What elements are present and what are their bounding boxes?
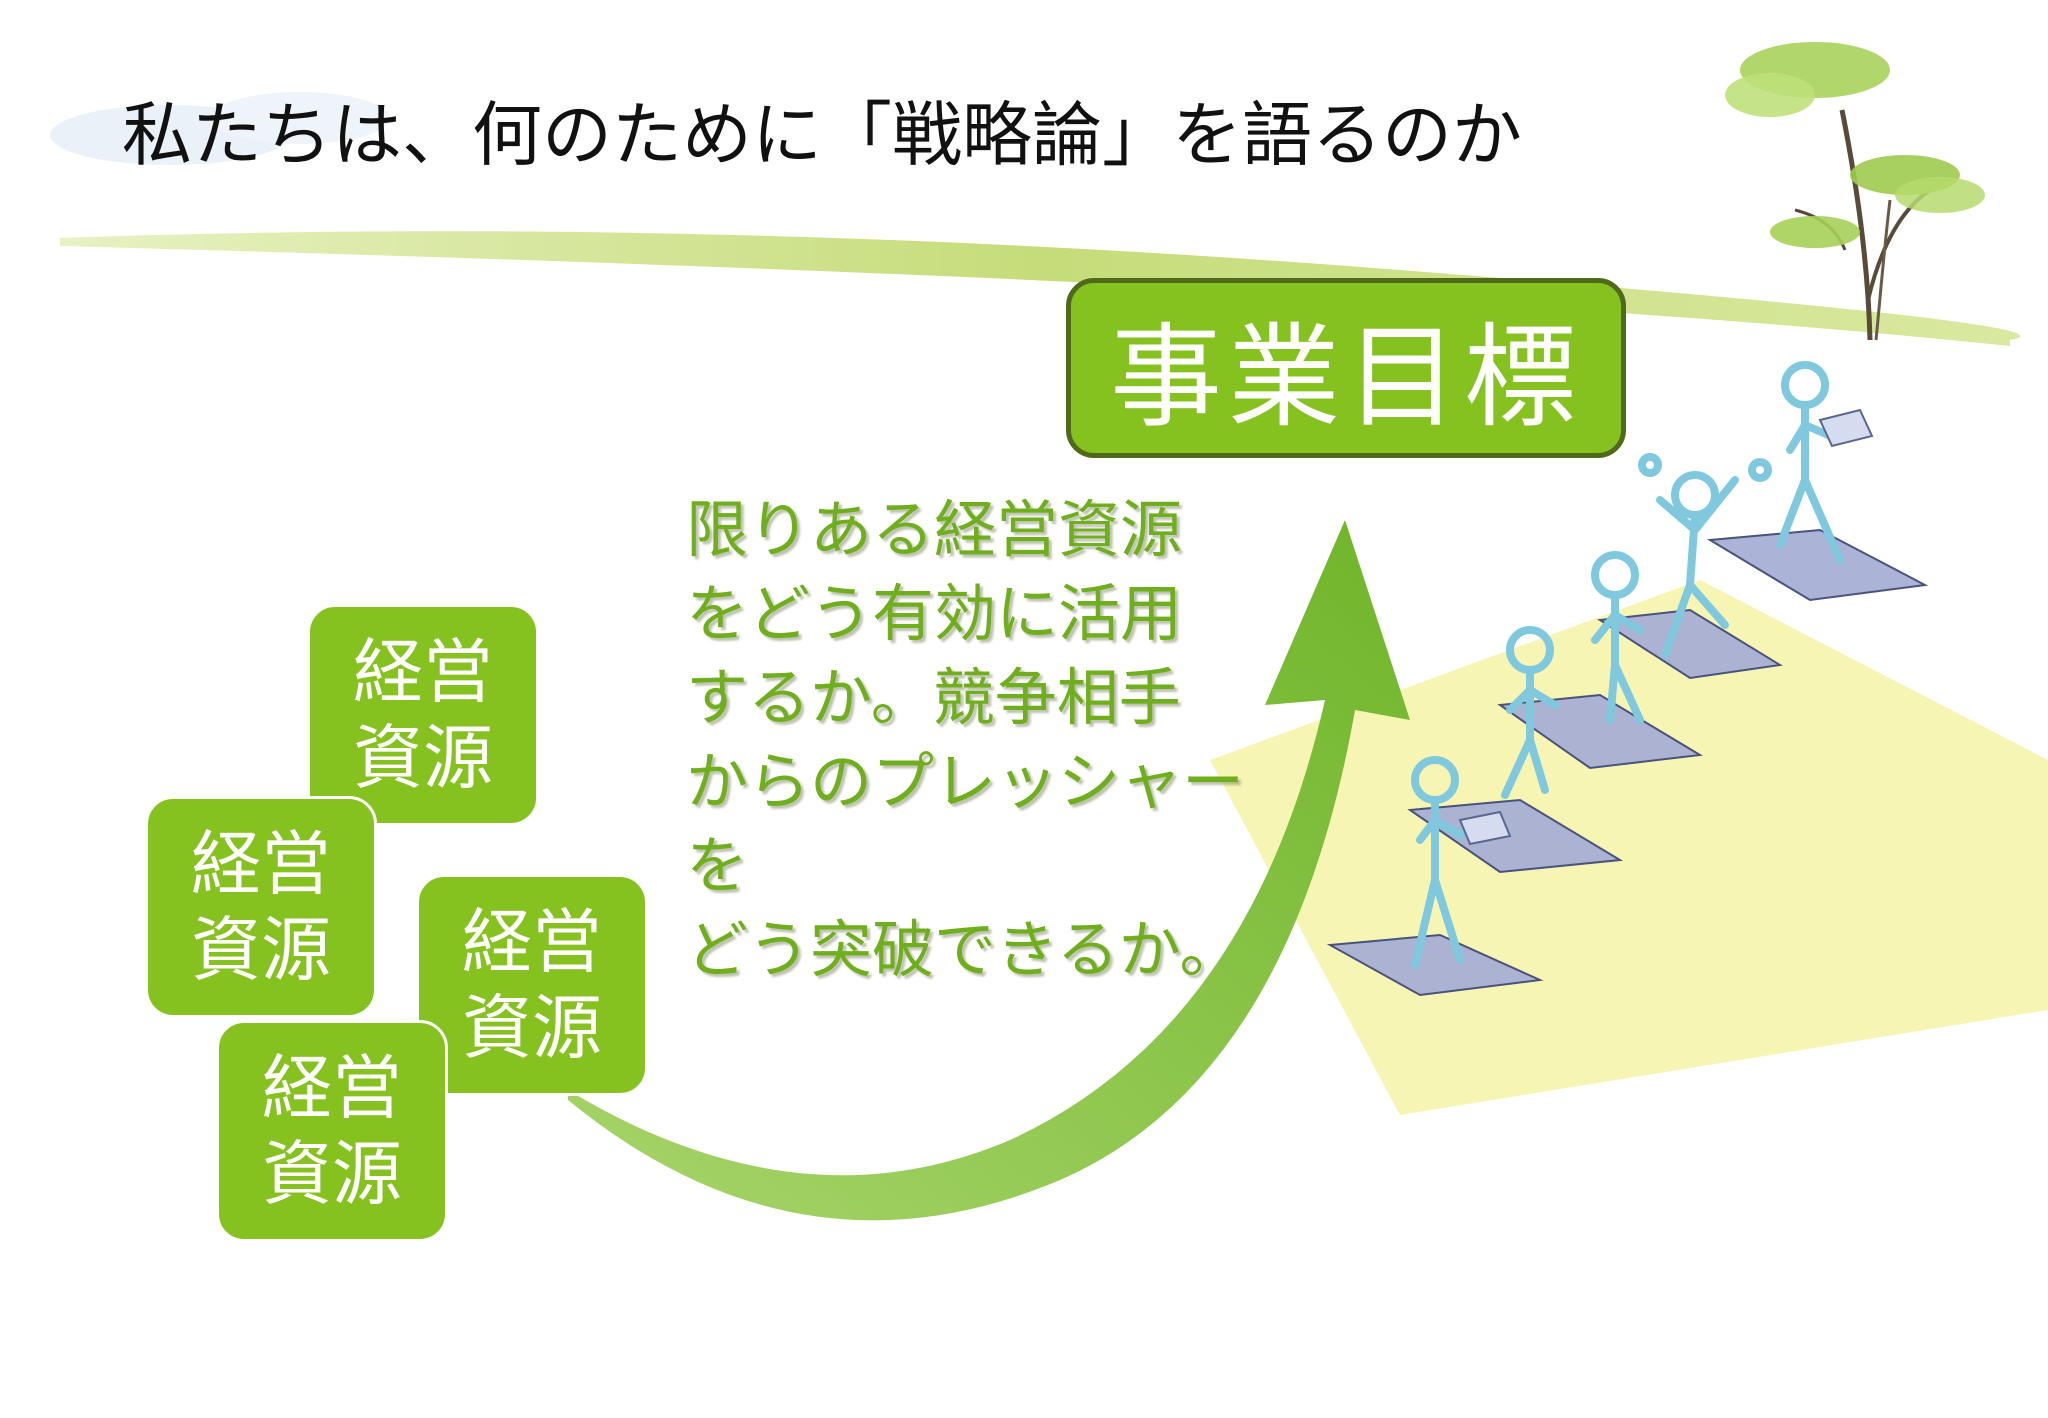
resource-line: 経営 (191, 823, 331, 905)
resource-line: 経営 (353, 631, 493, 713)
resource-line: 資源 (262, 1133, 402, 1215)
horizon-line (60, 231, 2021, 346)
resource-line: 経営 (262, 1047, 402, 1129)
resource-box: 経営 資源 (145, 796, 377, 1018)
description-line: からのプレッシャー (686, 745, 1245, 818)
stick-figures (1411, 361, 1864, 969)
resource-box: 経営 資源 (307, 604, 539, 826)
resource-line: 資源 (462, 987, 602, 1069)
description-line: するか。競争相手 (686, 661, 1181, 734)
stairs (1326, 528, 1929, 997)
resource-line: 資源 (191, 909, 331, 991)
resource-box: 経営 資源 (416, 874, 648, 1096)
resource-box: 経営 資源 (216, 1020, 448, 1242)
description-line: 限りある経営資源 (686, 493, 1183, 566)
growth-arrow (568, 520, 1410, 1221)
strategy-description: 限りある経営資源 をどう有効に活用 するか。競争相手 からのプレッシャー を ど… (686, 488, 1366, 992)
description-line: を (686, 829, 749, 902)
resource-line: 資源 (353, 717, 493, 799)
book-icons (1458, 408, 1874, 846)
resource-line: 経営 (462, 901, 602, 983)
description-line: どう突破できるか。 (686, 913, 1242, 986)
slide-title: 私たちは、何のために「戦略論」を語るのか (122, 94, 1522, 176)
title-cloud (50, 92, 390, 165)
business-goal-box: 事業目標 (1066, 278, 1626, 458)
description-line: をどう有効に活用 (686, 577, 1183, 650)
tree-icon (1725, 42, 1985, 341)
